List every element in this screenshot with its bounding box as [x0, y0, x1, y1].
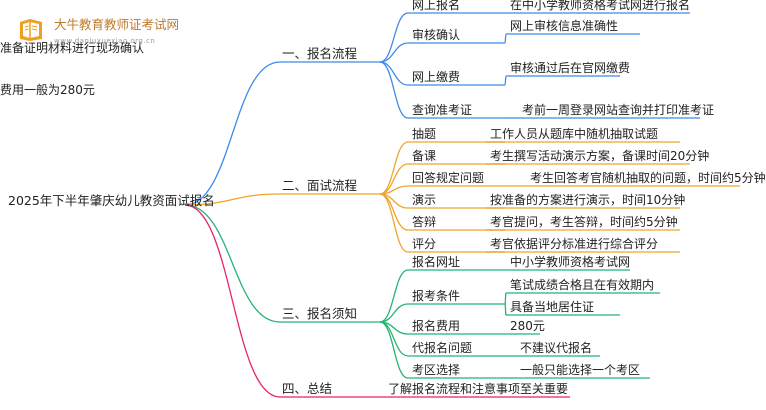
item-label: 演示 — [412, 193, 437, 207]
detail-label: 具备当地居住证 — [510, 300, 595, 314]
detail-label: 考官依据评分标准进行综合评分 — [490, 237, 659, 251]
item-connector — [379, 61, 409, 86]
item-label: 回答规定问题 — [412, 171, 485, 185]
root-topic: 2025年下半年肇庆幼儿教资面试报名 — [8, 193, 215, 208]
detail-connector — [504, 33, 507, 44]
item-connector — [379, 12, 409, 63]
item-connector — [379, 163, 409, 195]
item-connector — [379, 61, 409, 119]
item-connector — [379, 303, 409, 323]
item-connector — [379, 269, 409, 323]
detail-connector — [504, 303, 507, 316]
detail-label: 中小学教师资格考试网 — [510, 255, 631, 269]
detail-label: 工作人员从题库中随机抽取试题 — [490, 127, 659, 141]
detail-label: 在中小学教师资格考试网进行报名 — [510, 0, 691, 12]
detail-label: 审核通过后在官网缴费 — [510, 61, 631, 75]
detail-label: 了解报名流程和注意事项至关重要 — [388, 382, 569, 396]
detail-connector — [504, 75, 507, 86]
detail-label: 考官提问，考生答辩，时间约5分钟 — [490, 215, 678, 229]
section-label: 一、报名流程 — [282, 46, 358, 61]
item-label: 报考条件 — [412, 289, 461, 303]
detail-label: 一般只能选择一个考区 — [520, 363, 641, 377]
brand-logo: 大牛教育教师证考试网 www.daniuxuexiao.org.cn — [10, 6, 210, 46]
brand-url: www.daniuxuexiao.org.cn — [54, 37, 156, 45]
item-label: 报名网址 — [412, 255, 461, 269]
mind-map-canvas — [184, 12, 740, 398]
item-label: 抽题 — [412, 127, 437, 141]
item-label: 答辩 — [412, 215, 437, 229]
item-connector — [379, 141, 409, 195]
item-label: 网上缴费 — [412, 70, 461, 84]
item-connector — [379, 42, 409, 63]
item-label: 查询准考证 — [412, 103, 473, 117]
section-label: 三、报名须知 — [282, 306, 358, 321]
detail-label: 考生回答考官随机抽取的问题，时间约5分钟 — [530, 171, 766, 185]
branch-connector — [184, 204, 281, 323]
detail-label: 考生撰写活动演示方案，备课时间20分钟 — [490, 149, 710, 163]
detail-connector — [504, 292, 507, 305]
section-label: 四、总结 — [282, 381, 333, 396]
item-label: 备课 — [412, 149, 437, 163]
item-label: 考区选择 — [412, 363, 461, 377]
section-label: 二、面试流程 — [282, 178, 358, 193]
detail-label: 按准备的方案进行演示，时间10分钟 — [490, 193, 686, 207]
detail-label: 280元 — [510, 319, 545, 333]
item-label: 评分 — [412, 237, 437, 251]
branch-connector — [184, 61, 281, 206]
item-label: 报名费用 — [412, 319, 461, 333]
item-label: 审核确认 — [412, 28, 461, 42]
item-connector — [379, 193, 409, 253]
item-label: 代报名问题 — [412, 341, 473, 355]
detail-label: 不建议代报名 — [520, 341, 593, 355]
brand-title: 大牛教育教师证考试网 — [54, 17, 180, 32]
item-connector — [379, 321, 409, 379]
detail-label: 考前一周登录网站查询并打印准考证 — [522, 103, 715, 117]
detail-label: 费用一般为280元 — [0, 83, 95, 97]
detail-label: 准备证明材料进行现场确认 — [0, 41, 145, 55]
branch-connector — [184, 204, 281, 398]
book-icon — [20, 19, 42, 41]
branch-connector — [184, 193, 281, 206]
detail-label: 网上审核信息准确性 — [510, 19, 619, 33]
detail-label: 笔试成绩合格且在有效期内 — [510, 278, 655, 292]
item-label: 网上报名 — [412, 0, 461, 12]
